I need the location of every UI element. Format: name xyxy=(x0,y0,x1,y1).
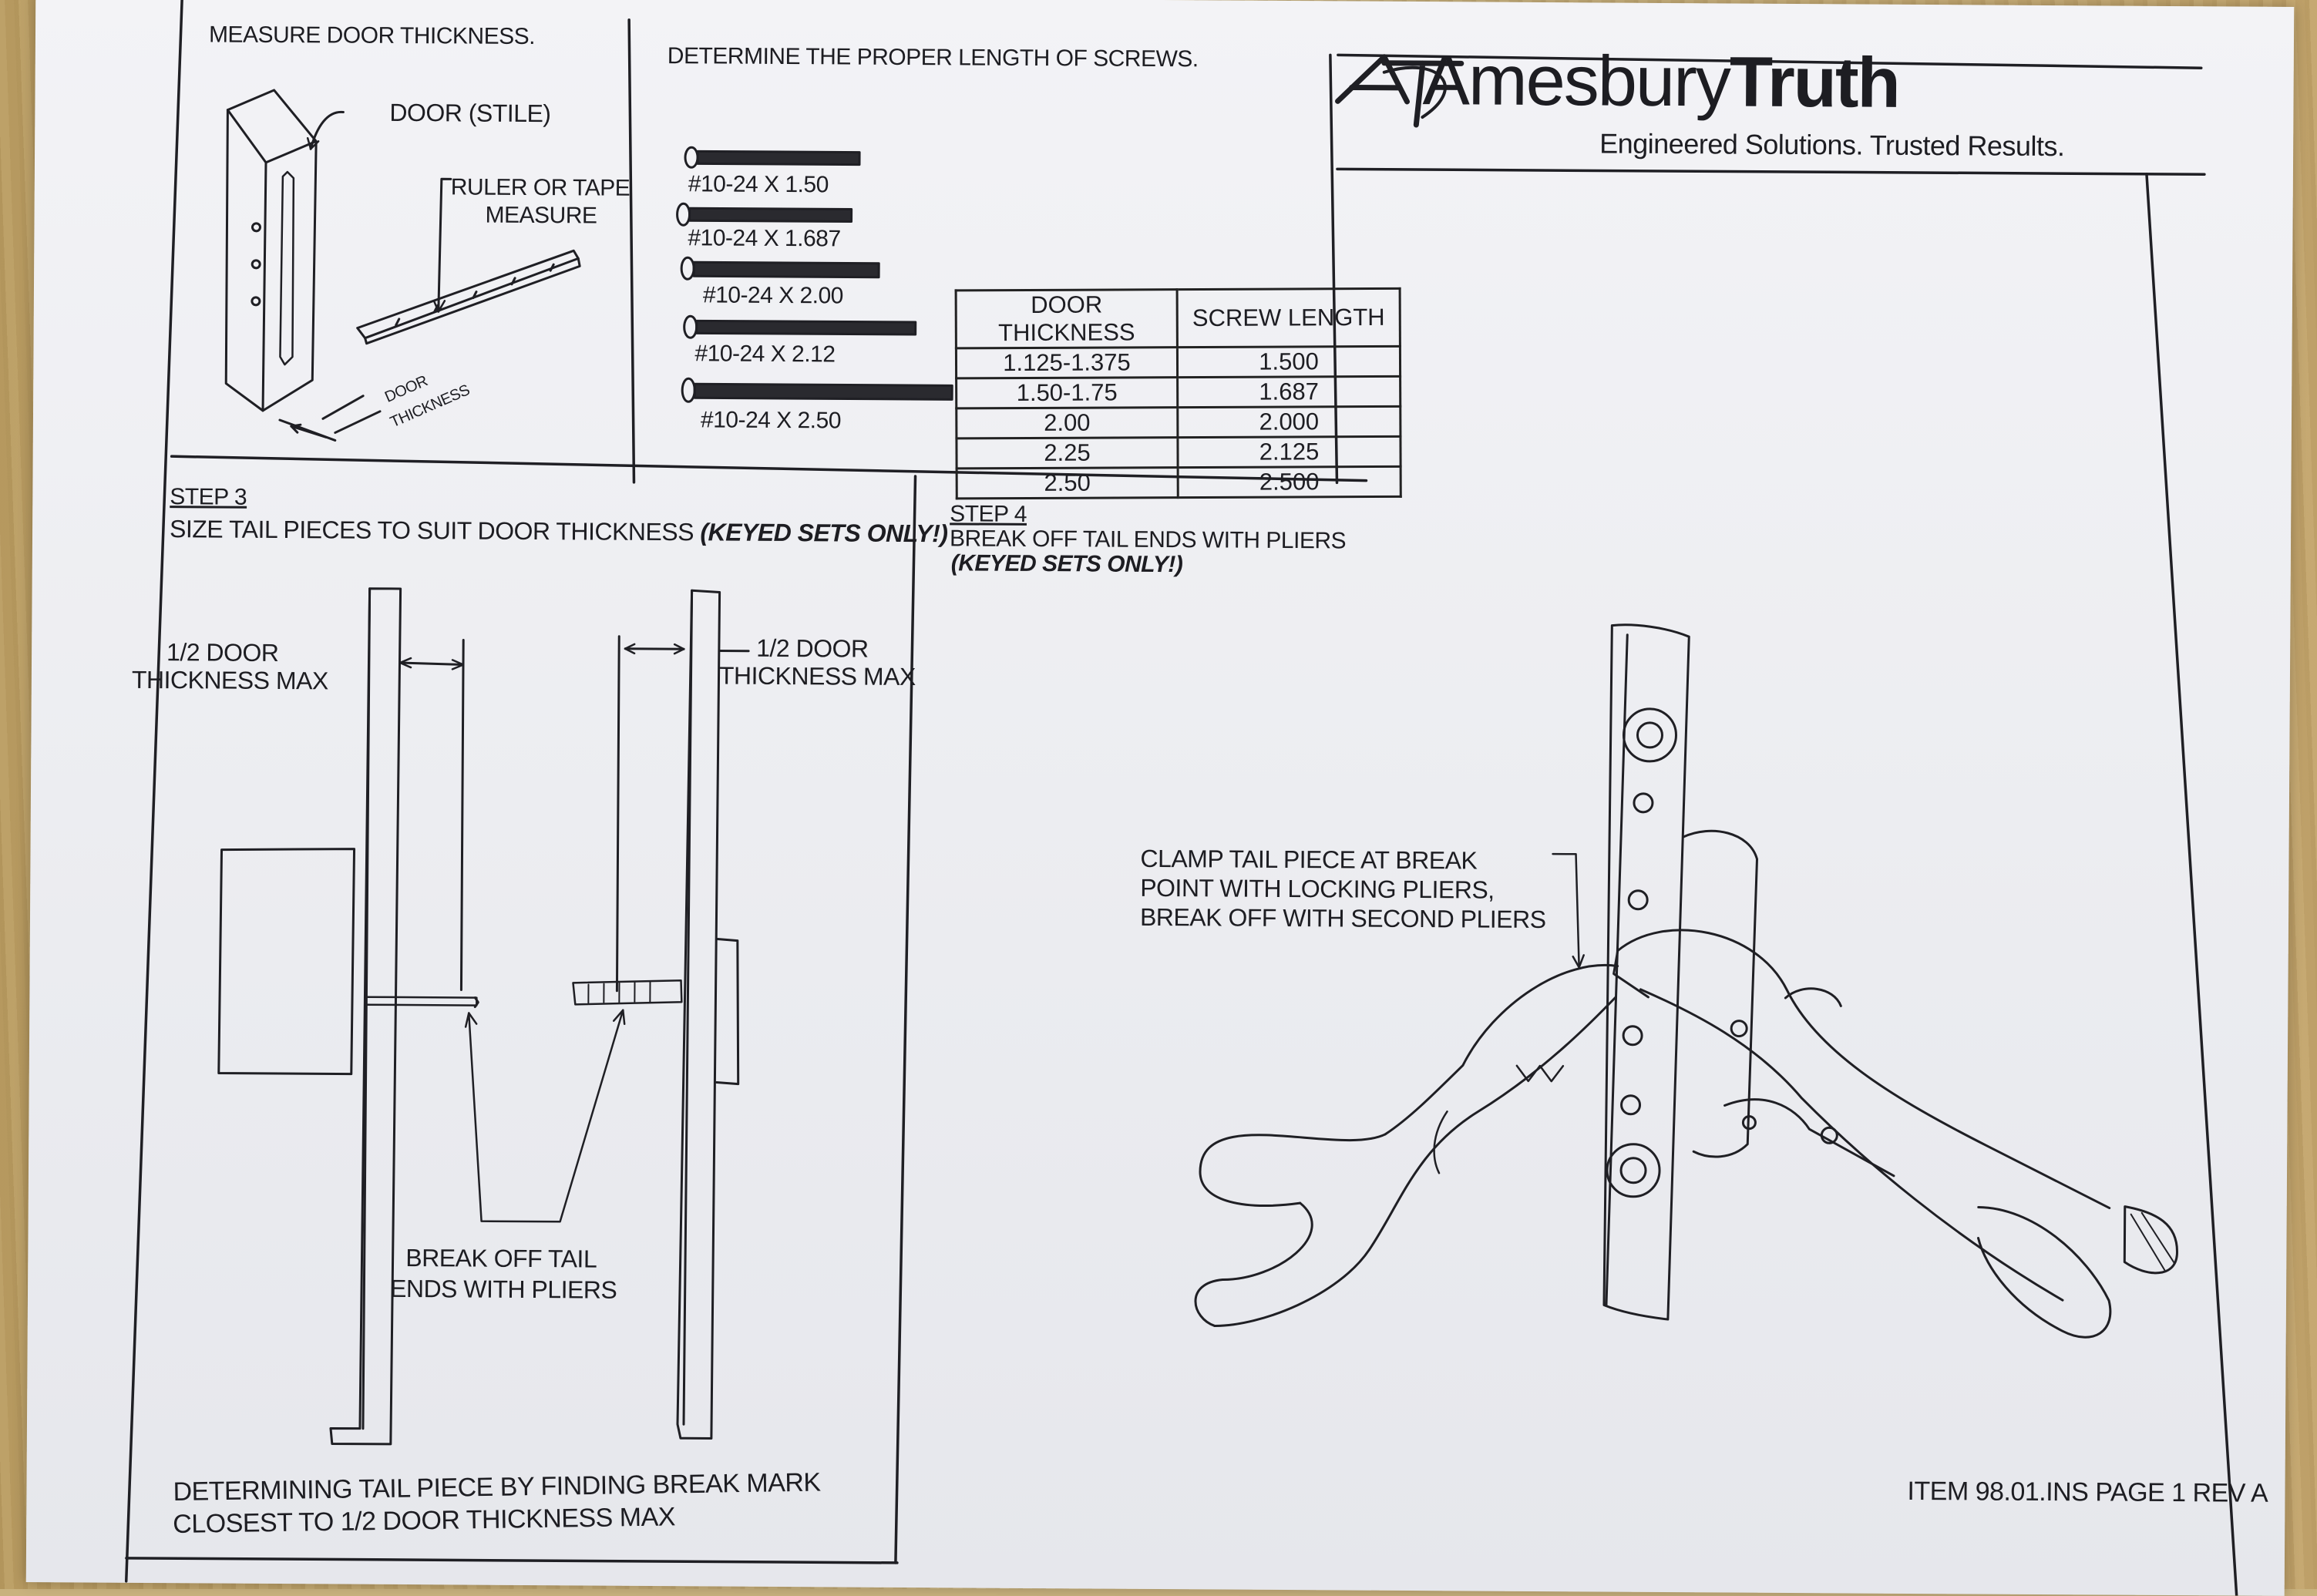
screw-1-50 xyxy=(685,147,859,168)
tail-piece-right-drawing xyxy=(570,590,749,1438)
table-row: 1.125-1.375 1.500 xyxy=(956,346,1400,378)
screw-1-687 xyxy=(678,203,852,226)
ruler-label-line1: RULER OR TAPE xyxy=(451,174,631,201)
screw-2-50 xyxy=(682,378,952,403)
step3-break-label-line2: ENDS WITH PLIERS xyxy=(390,1275,617,1305)
step4-clamp-line3: BREAK OFF WITH SECOND PLIERS xyxy=(1140,903,1546,934)
step3-break-label-line1: BREAK OFF TAIL xyxy=(405,1244,597,1274)
clamp-leader-line xyxy=(1552,854,1585,967)
table-header-row: DOOR THICKNESS SCREW LENGTH xyxy=(956,288,1400,348)
table-cell: 1.687 xyxy=(1178,376,1401,407)
table-header: SCREW LENGTH xyxy=(1177,288,1400,347)
table-row: 2.00 2.000 xyxy=(957,406,1401,438)
screws-heading: DETERMINE THE PROPER LENGTH OF SCREWS. xyxy=(668,43,1199,72)
item-reference: ITEM 98.01.INS PAGE 1 REV A xyxy=(1907,1477,2268,1509)
screw-2-00 xyxy=(681,257,879,281)
table-row: 2.25 2.125 xyxy=(957,436,1401,469)
door-stile-label: DOOR (STILE) xyxy=(389,99,550,128)
instruction-sheet: AmesburyTruth Engineered Solutions. Trus… xyxy=(26,0,2295,1596)
tail-piece-left-drawing xyxy=(217,588,481,1445)
step3-right-label-line1: 1/2 DOOR xyxy=(756,634,869,664)
table-cell: 2.000 xyxy=(1178,406,1401,437)
measure-heading: MEASURE DOOR THICKNESS. xyxy=(209,22,535,50)
brand-tagline: Engineered Solutions. Trusted Results. xyxy=(1599,127,2065,163)
step3-note: (KEYED SETS ONLY!) xyxy=(700,518,947,547)
table-cell: 2.25 xyxy=(957,438,1178,469)
screw-label-4: #10-24 X 2.12 xyxy=(694,341,835,368)
table-cell: 2.500 xyxy=(1178,466,1401,497)
table-cell: 2.125 xyxy=(1178,436,1401,467)
step3-right-label-line2: THICKNESS MAX xyxy=(719,662,916,692)
handle-plate-drawing xyxy=(1604,625,1758,1320)
table-cell: 1.50-1.75 xyxy=(957,378,1178,408)
sheet-drawing xyxy=(26,0,2295,1596)
door-stile-drawing xyxy=(226,90,344,412)
panel-grid-lines xyxy=(126,0,2247,1596)
step4-clamp-line1: CLAMP TAIL PIECE AT BREAK xyxy=(1140,845,1477,875)
screw-label-1: #10-24 X 1.50 xyxy=(688,171,829,198)
step3-title: STEP 3 xyxy=(170,484,247,511)
step3-text: SIZE TAIL PIECES TO SUIT DOOR THICKNESS … xyxy=(170,515,948,548)
screw-2-12 xyxy=(684,316,916,339)
table-cell: 1.500 xyxy=(1177,346,1400,377)
second-pliers-drawing xyxy=(1195,963,1618,1328)
table-cell: 2.50 xyxy=(957,468,1178,499)
table-cell: 2.00 xyxy=(957,408,1178,438)
step4-clamp-line2: POINT WITH LOCKING PLIERS, xyxy=(1140,874,1495,905)
table-row: 1.50-1.75 1.687 xyxy=(957,376,1401,408)
table-row: 2.50 2.500 xyxy=(957,466,1401,499)
break-off-leader-lines xyxy=(465,1010,625,1222)
step4-note: (KEYED SETS ONLY!) xyxy=(951,550,1183,578)
screw-label-2: #10-24 X 1.687 xyxy=(688,225,840,252)
brand-name-light: Amesbury xyxy=(1422,41,1730,121)
step3-instruction: SIZE TAIL PIECES TO SUIT DOOR THICKNESS xyxy=(170,515,694,546)
table-header: DOOR THICKNESS xyxy=(956,290,1177,348)
thickness-dimension-lines xyxy=(280,395,380,441)
brand-name-bold: Truth xyxy=(1729,42,1899,122)
ruler-label-line2: MEASURE xyxy=(485,203,597,230)
brand-logo: AmesburyTruth xyxy=(1422,40,1899,124)
screw-length-table: DOOR THICKNESS SCREW LENGTH 1.125-1.375 … xyxy=(955,287,1402,500)
screw-label-5: #10-24 X 2.50 xyxy=(701,407,841,434)
screw-label-3: #10-24 X 2.00 xyxy=(703,282,843,309)
table-cell: 1.125-1.375 xyxy=(956,348,1177,378)
step4-title: STEP 4 xyxy=(950,501,1027,528)
step3-left-label-line1: 1/2 DOOR xyxy=(166,638,279,667)
locking-pliers-drawing xyxy=(1612,929,2179,1338)
step3-left-label-line2: THICKNESS MAX xyxy=(132,666,328,696)
